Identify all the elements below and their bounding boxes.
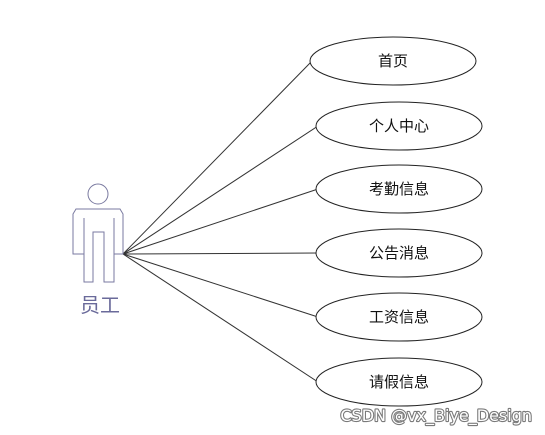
use-case-announcement: 公告消息 <box>315 228 483 278</box>
association-lines <box>122 60 319 383</box>
use-case-salary-info: 工资信息 <box>315 292 483 342</box>
use-case-ellipse <box>315 292 483 342</box>
use-case-label: 个人中心 <box>369 117 429 135</box>
actor-head-icon <box>87 183 109 205</box>
use-case-label: 考勤信息 <box>369 180 429 198</box>
use-case-ellipse <box>315 164 483 214</box>
actor-body-icon <box>72 208 124 283</box>
use-case-attendance-info: 考勤信息 <box>315 164 483 214</box>
use-case-label: 请假信息 <box>369 373 429 391</box>
use-case-label: 公告消息 <box>369 244 429 262</box>
use-case-ellipse <box>309 36 477 86</box>
association-line-personal-center <box>122 125 319 255</box>
association-line-home <box>122 60 313 255</box>
use-case-ellipse <box>315 101 483 151</box>
use-case-personal-center: 个人中心 <box>315 101 483 151</box>
use-case-label: 工资信息 <box>369 308 429 326</box>
watermark: CSDN @vx_Biye_Design <box>340 406 532 426</box>
actor-label: 员工 <box>80 293 120 317</box>
use-case-ellipse <box>315 228 483 278</box>
association-line-announcement <box>122 252 319 255</box>
use-case-label: 首页 <box>378 52 408 70</box>
actor-employee: 员工 <box>72 183 124 317</box>
use-case-home: 首页 <box>309 36 477 86</box>
use-case-leave-info: 请假信息 <box>315 357 483 407</box>
use-case-ellipse <box>315 357 483 407</box>
association-line-leave-info <box>122 253 319 383</box>
association-line-attendance-info <box>122 188 319 255</box>
association-line-salary-info <box>122 253 319 318</box>
